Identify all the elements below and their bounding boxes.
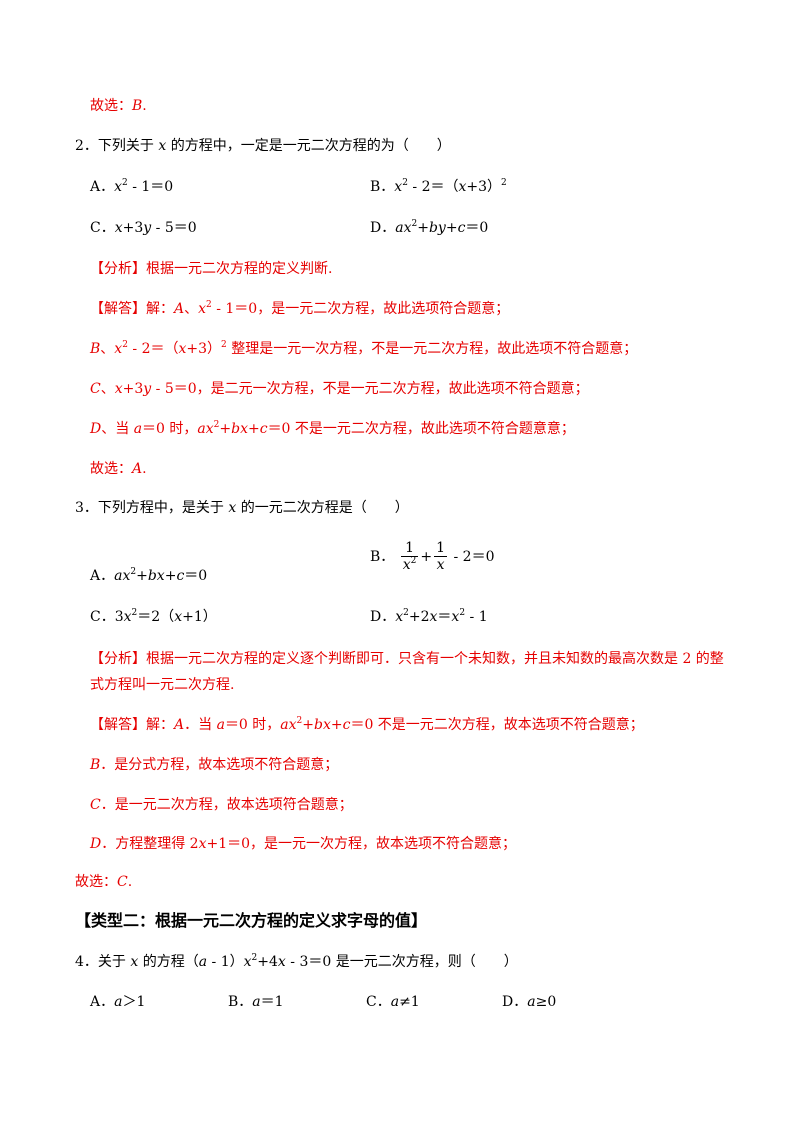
q2-answer: 故选：A.	[90, 461, 147, 477]
fraction-numerator: 1	[400, 540, 419, 557]
q3-option-b-fraction: 1 x	[434, 540, 448, 573]
q4-option-b: B．a＝1	[228, 994, 284, 1010]
q3-option-a: A．ax2+bx+c＝0	[90, 567, 208, 585]
q1-answer: 故选：B.	[90, 98, 147, 114]
q4-option-d: D．a≥0	[502, 994, 557, 1010]
q4-option-a: A．a＞1	[90, 994, 146, 1010]
q3-option-c: C．3x2＝2（x+1）	[90, 608, 217, 626]
fraction-denominator: x	[436, 557, 445, 573]
fraction-numerator: 1	[434, 540, 448, 557]
q2-solution-line: B、x2 - 2＝（x+3）2 整理是一元一次方程，不是一元二次方程，故此选项不…	[90, 340, 638, 358]
q3-solution-line: D．方程整理得 2x+1＝0，是一元一次方程，故本选项不符合题意；	[90, 836, 517, 852]
q3-option-b-suffix: - 2＝0	[453, 548, 495, 565]
q2-option-a: A．x2 - 1＝0	[90, 178, 174, 196]
q3-option-b: B． 1 x2 + 1 x - 2＝0	[370, 540, 495, 573]
q2-solution-line: D、当 a＝0 时，ax2+bx+c＝0 不是一元二次方程，故此选项不符合题意意…	[90, 420, 575, 438]
plus-sign: +	[420, 548, 433, 565]
q4-stem: 4．关于 x 的方程（a - 1）x2+4x - 3＝0 是一元二次方程，则（ …	[75, 953, 518, 971]
q2-analysis: 【分析】根据一元二次方程的定义判断.	[90, 261, 333, 277]
q3-solution-line: 【解答】解：A．当 a＝0 时，ax2+bx+c＝0 不是一元二次方程，故本选项…	[90, 716, 644, 734]
q3-option-b-prefix: B．	[370, 548, 395, 565]
q2-solution-line: 【解答】解：A、x2 - 1＝0，是一元二次方程，故此选项符合题意；	[90, 300, 510, 318]
q2-stem: 2．下列关于 x 的方程中，一定是一元二次方程的为（ ）	[75, 138, 451, 154]
q4-option-c: C．a≠1	[366, 994, 420, 1010]
q2-solution-line: C、x+3y - 5＝0，是二元一次方程，不是一元二次方程，故此选项不符合题意；	[90, 381, 589, 397]
q2-option-b: B．x2 - 2＝（x+3）2	[370, 178, 507, 196]
q3-answer: 故选：C.	[75, 874, 133, 890]
q3-option-b-fraction: 1 x2	[400, 540, 419, 574]
q3-option-d: D．x2+2x＝x2 - 1	[370, 608, 488, 626]
section-heading: 【类型二：根据一元二次方程的定义求字母的值】	[75, 911, 428, 930]
q3-analysis-line: 【分析】根据一元二次方程的定义逐个判断即可．只含有一个未知数，并且未知数的最高次…	[90, 651, 724, 667]
q3-stem: 3．下列方程中，是关于 x 的一元二次方程是（ ）	[75, 500, 409, 516]
q2-option-d: D．ax2+by+c＝0	[370, 219, 489, 237]
q3-analysis-line: 式方程叫一元二次方程.	[90, 677, 235, 693]
q3-solution-line: B．是分式方程，故本选项不符合题意；	[90, 757, 339, 773]
q3-solution-line: C．是一元二次方程，故本选项符合题意；	[90, 797, 353, 813]
q2-option-c: C．x+3y - 5＝0	[90, 220, 197, 236]
fraction-denominator: x2	[402, 556, 417, 574]
